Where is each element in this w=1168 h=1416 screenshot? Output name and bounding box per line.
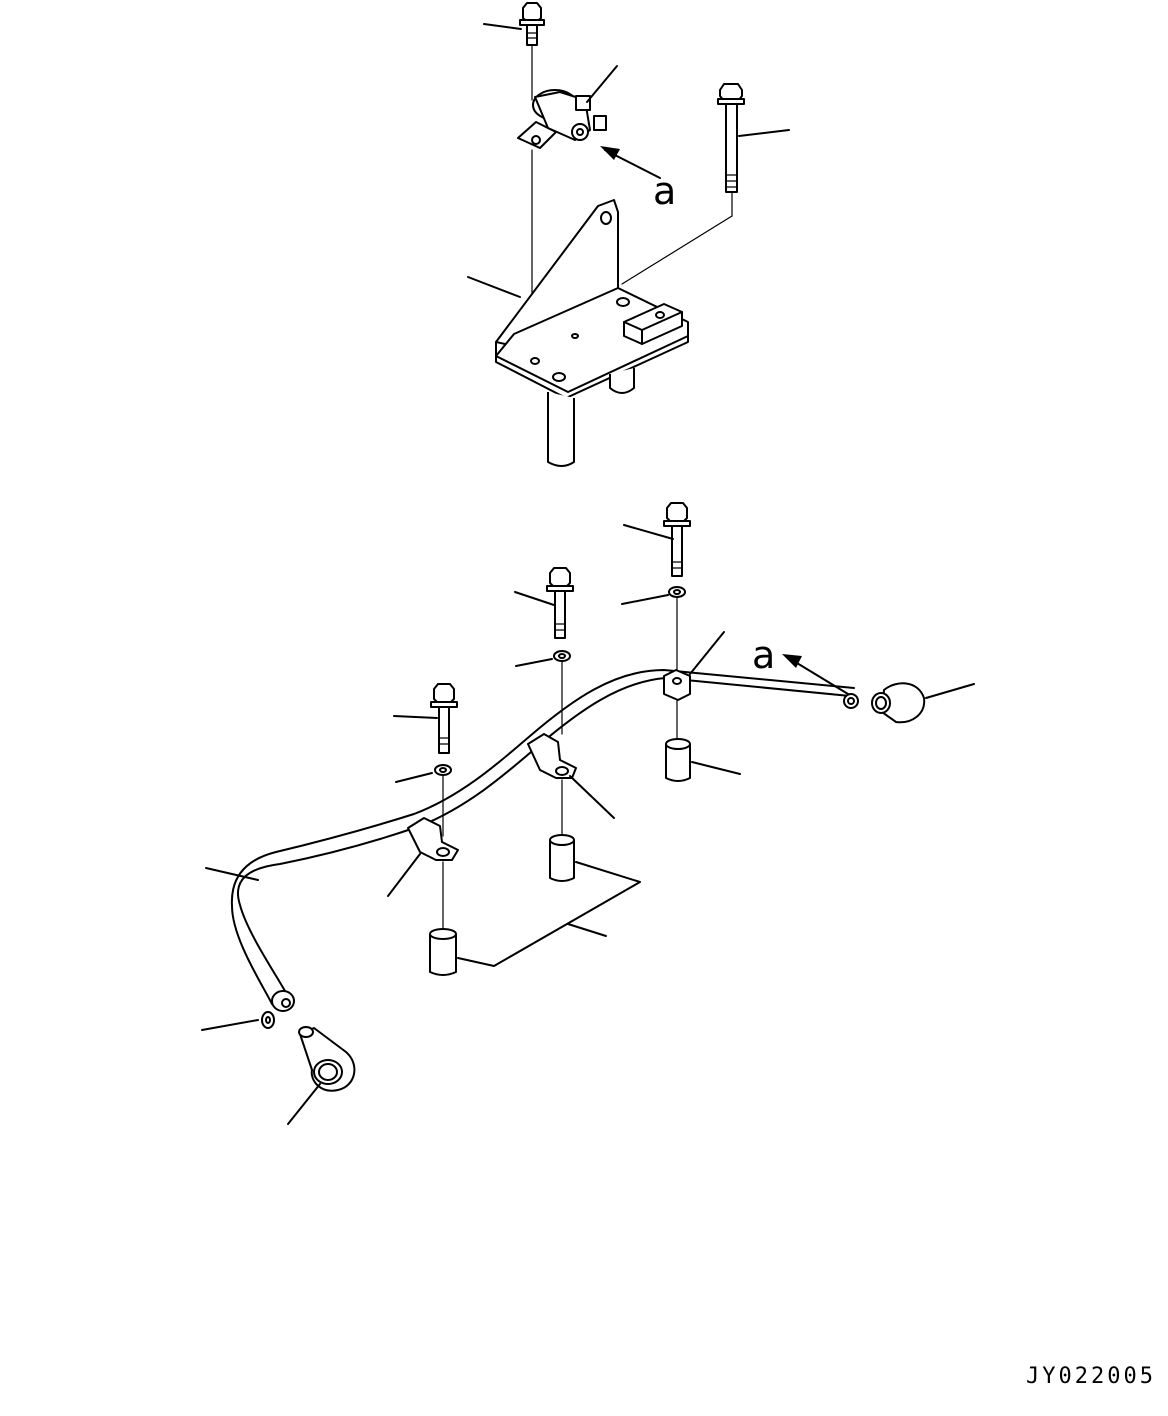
- leader-line: [689, 631, 725, 675]
- arrow-head: [782, 654, 802, 668]
- leader-line: [586, 65, 618, 103]
- lower-bolt-left: [430, 683, 458, 754]
- clamp-middle: [527, 733, 577, 779]
- washer: [668, 586, 686, 598]
- leader-line: [205, 867, 259, 881]
- leader-line: [287, 1083, 321, 1125]
- clamp-right: [663, 669, 691, 701]
- leader-line: [387, 853, 421, 897]
- arrow-line: [791, 659, 849, 695]
- leader-line: [515, 658, 553, 667]
- washer: [261, 1011, 275, 1029]
- clamp-left: [407, 817, 459, 861]
- end-fitting-right: [871, 682, 926, 724]
- collar-right: [665, 738, 691, 782]
- leader-line: [623, 524, 674, 540]
- relay-component: [517, 89, 607, 149]
- leader-line: [514, 591, 555, 606]
- leader-line: [621, 594, 669, 605]
- callout-a-lower: a: [752, 633, 775, 677]
- upper-left-bolt: [519, 2, 545, 46]
- banjo-fitting: [298, 1026, 356, 1092]
- callout-a-upper: a: [653, 169, 676, 213]
- leader-line: [201, 1019, 259, 1031]
- washer: [434, 764, 452, 776]
- leader-line: [395, 772, 433, 783]
- leader-line: [393, 715, 438, 719]
- leader-line: [567, 923, 607, 937]
- collar-left: [429, 928, 457, 976]
- leader-line: [483, 23, 522, 30]
- leader-line: [467, 276, 521, 298]
- leader-line: [569, 775, 615, 819]
- washer: [553, 650, 571, 662]
- arrow-head: [600, 146, 620, 160]
- leader-line: [738, 129, 790, 137]
- lower-bolt-right: [663, 502, 691, 577]
- drawing-code: JY022005: [1026, 1364, 1156, 1389]
- leader-line: [925, 683, 975, 699]
- mounting-bracket: [495, 199, 689, 467]
- lower-bolt-middle: [546, 567, 574, 639]
- long-bolt: [717, 83, 745, 193]
- leader-line: [691, 761, 741, 775]
- axis-line: [621, 215, 733, 285]
- collar-middle: [549, 834, 575, 882]
- tube: [230, 669, 859, 1012]
